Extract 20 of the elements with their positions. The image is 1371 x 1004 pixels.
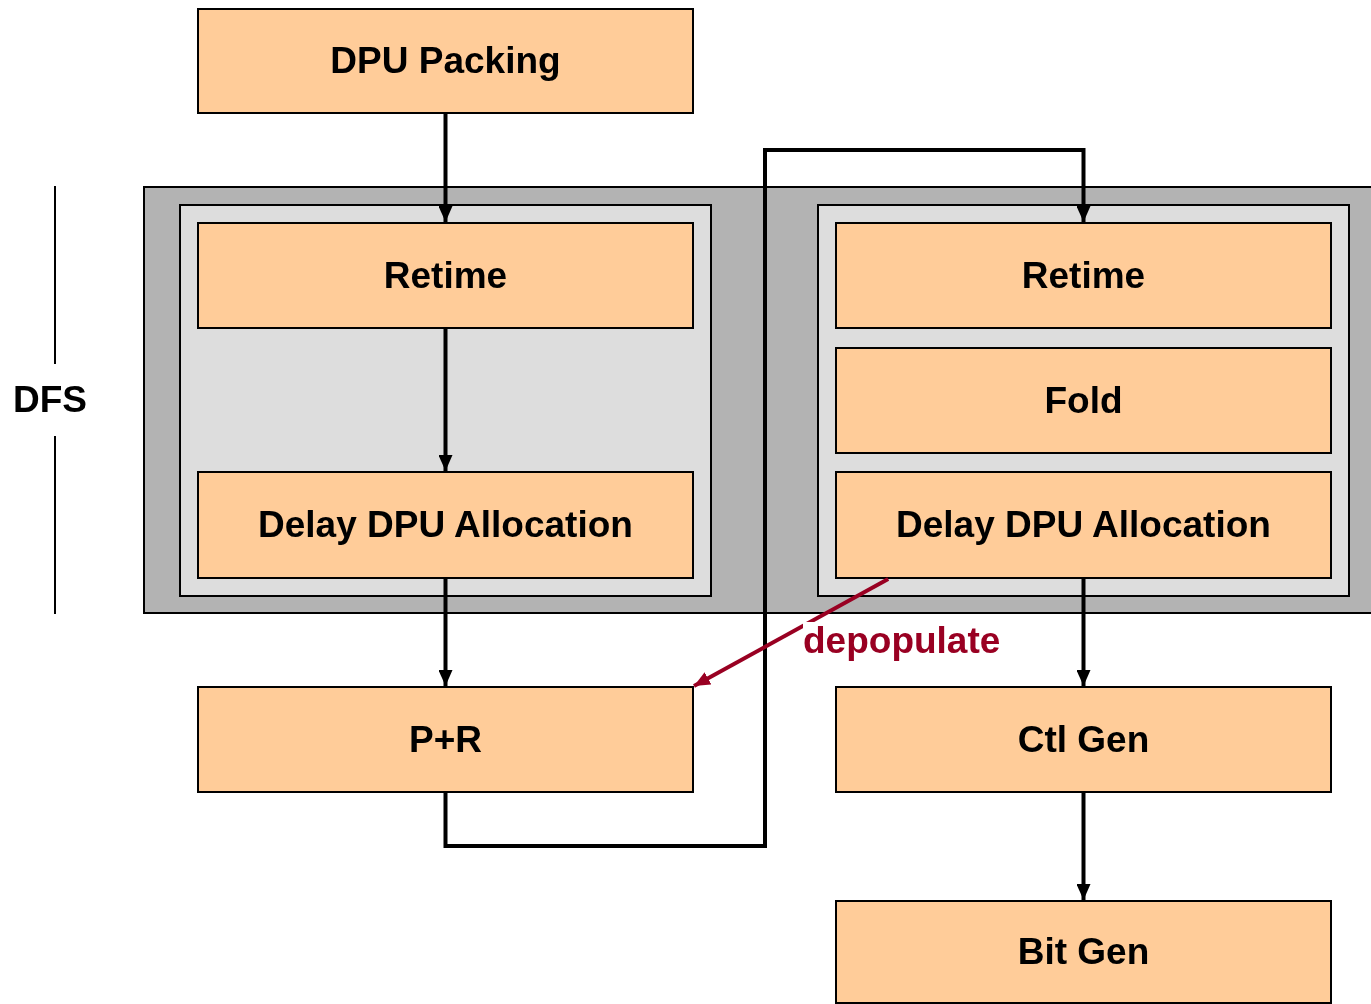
process-box: Retime bbox=[835, 222, 1332, 329]
arrow bbox=[443, 148, 1091, 848]
process-box: Delay DPU Allocation bbox=[835, 471, 1332, 579]
process-box: DPU Packing bbox=[197, 8, 694, 114]
arrow bbox=[438, 579, 453, 686]
arrow bbox=[438, 114, 453, 222]
process-box: Bit Gen bbox=[835, 900, 1332, 1004]
process-box: Ctl Gen bbox=[835, 686, 1332, 793]
process-box: Fold bbox=[835, 347, 1332, 454]
edge-label: depopulate bbox=[803, 622, 1001, 661]
process-box: P+R bbox=[197, 686, 694, 793]
group-band bbox=[143, 186, 1371, 614]
group-panel bbox=[179, 204, 712, 597]
arrow bbox=[438, 329, 453, 471]
process-box: Retime bbox=[197, 222, 694, 329]
arrow bbox=[1076, 793, 1091, 900]
side-label: DFS bbox=[13, 379, 87, 421]
process-box: Delay DPU Allocation bbox=[197, 471, 694, 579]
group-panel bbox=[817, 204, 1350, 597]
arrow bbox=[1076, 579, 1091, 686]
